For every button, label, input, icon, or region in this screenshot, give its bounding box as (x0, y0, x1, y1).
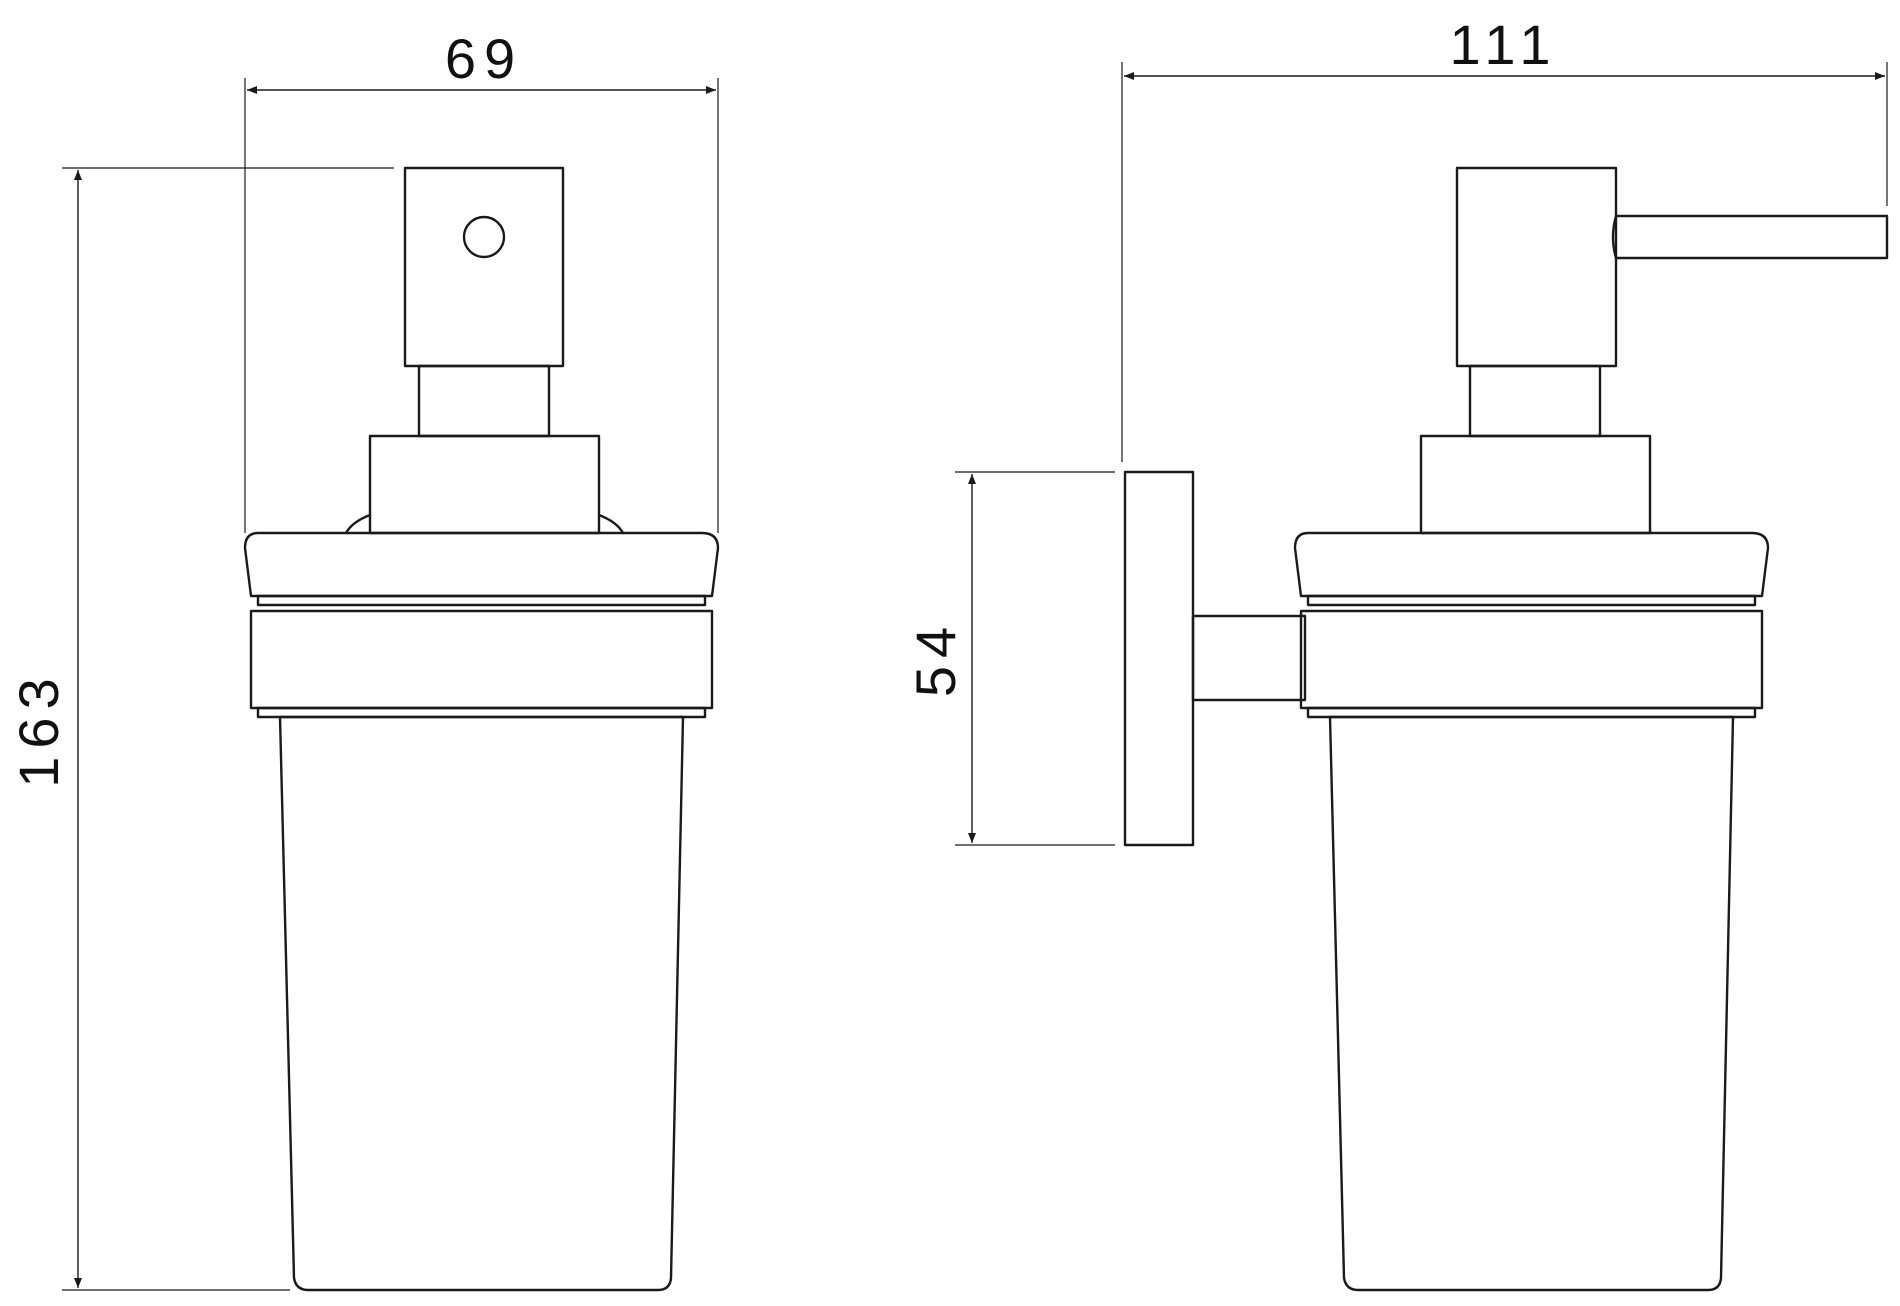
front-collar-flare-left (344, 513, 372, 535)
side-lid (1293, 531, 1770, 598)
front-view (243, 166, 720, 1292)
dimension-width: 69 (244, 27, 719, 533)
front-pump-button (462, 215, 506, 259)
side-arm (1191, 614, 1307, 702)
dimension-plate-height-label: 54 (904, 619, 967, 697)
side-ring-lower (1306, 706, 1757, 719)
side-pump-head (1455, 166, 1618, 368)
side-view (1123, 166, 1889, 1292)
dimension-depth: 111 (1121, 13, 1888, 462)
front-pump-stem (417, 364, 551, 438)
dimension-height: 163 (7, 167, 394, 1291)
side-wall-plate (1123, 470, 1195, 847)
dimension-width-label: 69 (445, 27, 523, 90)
front-collar (368, 434, 601, 535)
side-glass-container (1328, 715, 1735, 1292)
front-pump-head (403, 166, 565, 368)
front-ring-band (249, 609, 714, 710)
side-lid-rim (1306, 594, 1757, 607)
front-lid-rim (256, 594, 707, 607)
side-collar (1419, 434, 1652, 535)
side-pump-stem (1468, 364, 1602, 438)
front-lid (243, 531, 720, 598)
dimension-plate-height: 54 (904, 471, 1115, 846)
front-collar-flare-right (597, 513, 625, 535)
side-ring-band (1299, 609, 1764, 710)
front-glass-container (278, 715, 685, 1292)
side-pump-nozzle (1611, 214, 1889, 260)
dimension-depth-label: 111 (1449, 13, 1558, 76)
front-ring-lower (256, 706, 707, 719)
dimension-height-label: 163 (7, 670, 70, 787)
